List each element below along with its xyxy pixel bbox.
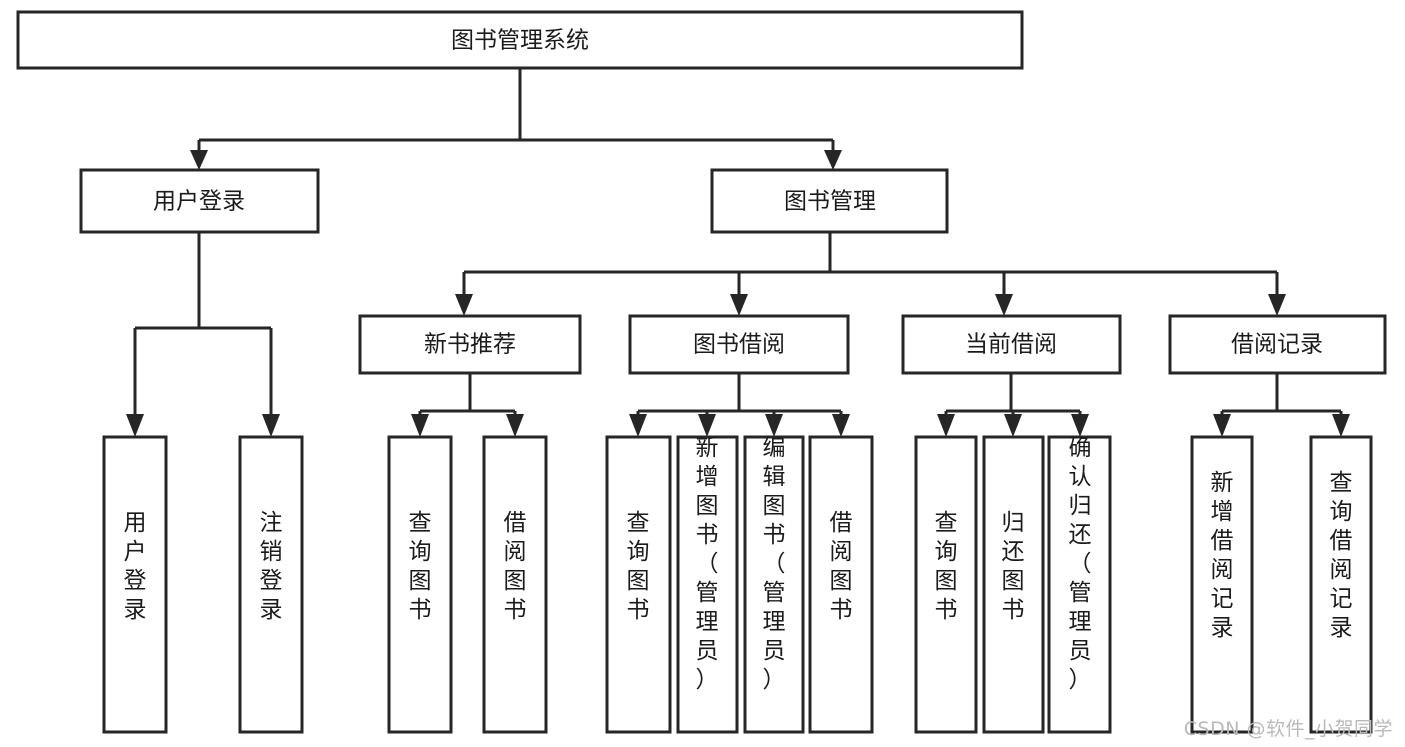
node-book-borrow-label: 图书借阅 xyxy=(693,332,785,358)
node-borrow-record-label: 借阅记录 xyxy=(1231,332,1323,358)
arrow-root-to-book-manage xyxy=(824,150,842,170)
node-new-book-recommend-label: 新书推荐 xyxy=(424,332,516,358)
leaf-edit-book-box[interactable] xyxy=(743,435,805,734)
leaf-return-book-label: 归还图书 xyxy=(1002,510,1025,623)
connector-layer xyxy=(126,68,1350,437)
leaf-user-logout[interactable]: 注销登录 xyxy=(238,435,304,734)
node-borrow-record-box[interactable] xyxy=(1168,314,1387,375)
leaf-query-book-2-box[interactable] xyxy=(605,435,672,734)
arrow-to-current-borrow xyxy=(995,294,1013,316)
leaf-add-record-label: 新增借阅记录 xyxy=(1211,470,1234,641)
leaf-add-record-box[interactable] xyxy=(1190,435,1254,734)
node-borrow-record[interactable]: 借阅记录 xyxy=(1168,314,1387,375)
arrow-to-leaf-borrow-book-1 xyxy=(506,414,524,437)
leaf-user-login-label: 用户登录 xyxy=(124,510,147,623)
node-root-box[interactable] xyxy=(16,10,1024,70)
arrow-to-leaf-query-record xyxy=(1332,414,1350,437)
arrow-to-borrow-record xyxy=(1268,294,1286,316)
node-book-manage-box[interactable] xyxy=(710,168,949,234)
arrow-to-leaf-edit-book xyxy=(765,414,783,437)
leaf-user-login[interactable]: 用户登录 xyxy=(102,435,168,734)
leaf-add-book-box[interactable] xyxy=(676,435,739,734)
node-root-label: 图书管理系统 xyxy=(451,28,589,54)
leaf-query-book-1-box[interactable] xyxy=(387,435,453,734)
node-book-borrow-box[interactable] xyxy=(628,314,850,375)
leaf-user-logout-label: 注销登录 xyxy=(260,510,283,623)
leaf-add-book-label: 新增图书（管理员） xyxy=(696,435,719,693)
node-new-book-recommend[interactable]: 新书推荐 xyxy=(358,314,582,375)
leaf-add-book[interactable]: 新增图书（管理员） xyxy=(676,435,739,734)
leaf-return-book-box[interactable] xyxy=(982,435,1045,734)
leaf-borrow-book-2-box[interactable] xyxy=(808,435,874,734)
node-user-login-box[interactable] xyxy=(79,168,320,234)
leaf-borrow-book-1[interactable]: 借阅图书 xyxy=(482,435,548,734)
arrow-to-leaf-return-book xyxy=(1004,414,1022,437)
node-current-borrow[interactable]: 当前借阅 xyxy=(901,314,1122,375)
leaf-query-book-3-box[interactable] xyxy=(914,435,978,734)
leaf-borrow-book-1-box[interactable] xyxy=(482,435,548,734)
leaf-confirm-return-label: 确认归还（管理员） xyxy=(1069,435,1092,693)
leaf-borrow-book-1-label: 借阅图书 xyxy=(504,510,527,623)
arrow-to-leaf-user-logout xyxy=(262,414,280,437)
leaf-add-record[interactable]: 新增借阅记录 xyxy=(1190,435,1254,734)
arrow-to-leaf-query-book-2 xyxy=(629,414,647,437)
node-user-login-label: 用户登录 xyxy=(153,189,245,215)
leaf-borrow-book-2-label: 借阅图书 xyxy=(830,510,853,623)
node-new-book-recommend-box[interactable] xyxy=(358,314,582,375)
arrow-to-leaf-confirm-return xyxy=(1071,414,1089,437)
arrow-to-leaf-add-record xyxy=(1213,414,1231,437)
arrow-to-book-borrow xyxy=(730,294,748,316)
leaf-borrow-book-2[interactable]: 借阅图书 xyxy=(808,435,874,734)
leaf-query-book-3[interactable]: 查询图书 xyxy=(914,435,978,734)
arrow-to-leaf-borrow-book-2 xyxy=(832,414,850,437)
arrow-to-leaf-query-book-1 xyxy=(411,414,429,437)
node-book-borrow[interactable]: 图书借阅 xyxy=(628,314,850,375)
node-layer: 图书管理系统 用户登录 图书管理 新书推荐 图书借阅 当前 xyxy=(16,10,1387,734)
leaf-query-book-1[interactable]: 查询图书 xyxy=(387,435,453,734)
leaf-query-book-3-label: 查询图书 xyxy=(935,510,958,623)
leaf-query-record-label: 查询借阅记录 xyxy=(1330,470,1353,641)
leaf-query-record[interactable]: 查询借阅记录 xyxy=(1309,435,1373,734)
arrow-to-new-book-recommend xyxy=(455,294,473,316)
node-root[interactable]: 图书管理系统 xyxy=(16,10,1024,70)
node-book-manage-label: 图书管理 xyxy=(784,189,876,215)
node-current-borrow-box[interactable] xyxy=(901,314,1122,375)
leaf-user-login-box[interactable] xyxy=(102,435,168,734)
node-current-borrow-label: 当前借阅 xyxy=(965,332,1057,358)
leaf-query-book-2-label: 查询图书 xyxy=(627,510,650,623)
leaf-query-book-2[interactable]: 查询图书 xyxy=(605,435,672,734)
leaf-edit-book[interactable]: 编辑图书（管理员） xyxy=(743,435,805,734)
arrow-to-leaf-query-book-3 xyxy=(937,414,955,437)
leaf-user-logout-box[interactable] xyxy=(238,435,304,734)
leaf-query-book-1-label: 查询图书 xyxy=(409,510,432,623)
leaf-confirm-return[interactable]: 确认归还（管理员） xyxy=(1047,435,1112,734)
node-user-login[interactable]: 用户登录 xyxy=(79,168,320,234)
leaf-query-record-box[interactable] xyxy=(1309,435,1373,734)
arrow-to-leaf-user-login xyxy=(126,414,144,437)
leaf-edit-book-label: 编辑图书（管理员） xyxy=(763,435,786,693)
leaf-confirm-return-box[interactable] xyxy=(1047,435,1112,734)
node-book-manage[interactable]: 图书管理 xyxy=(710,168,949,234)
leaf-return-book[interactable]: 归还图书 xyxy=(982,435,1045,734)
arrow-root-to-user-login xyxy=(190,150,208,170)
arrow-to-leaf-add-book xyxy=(698,414,716,437)
